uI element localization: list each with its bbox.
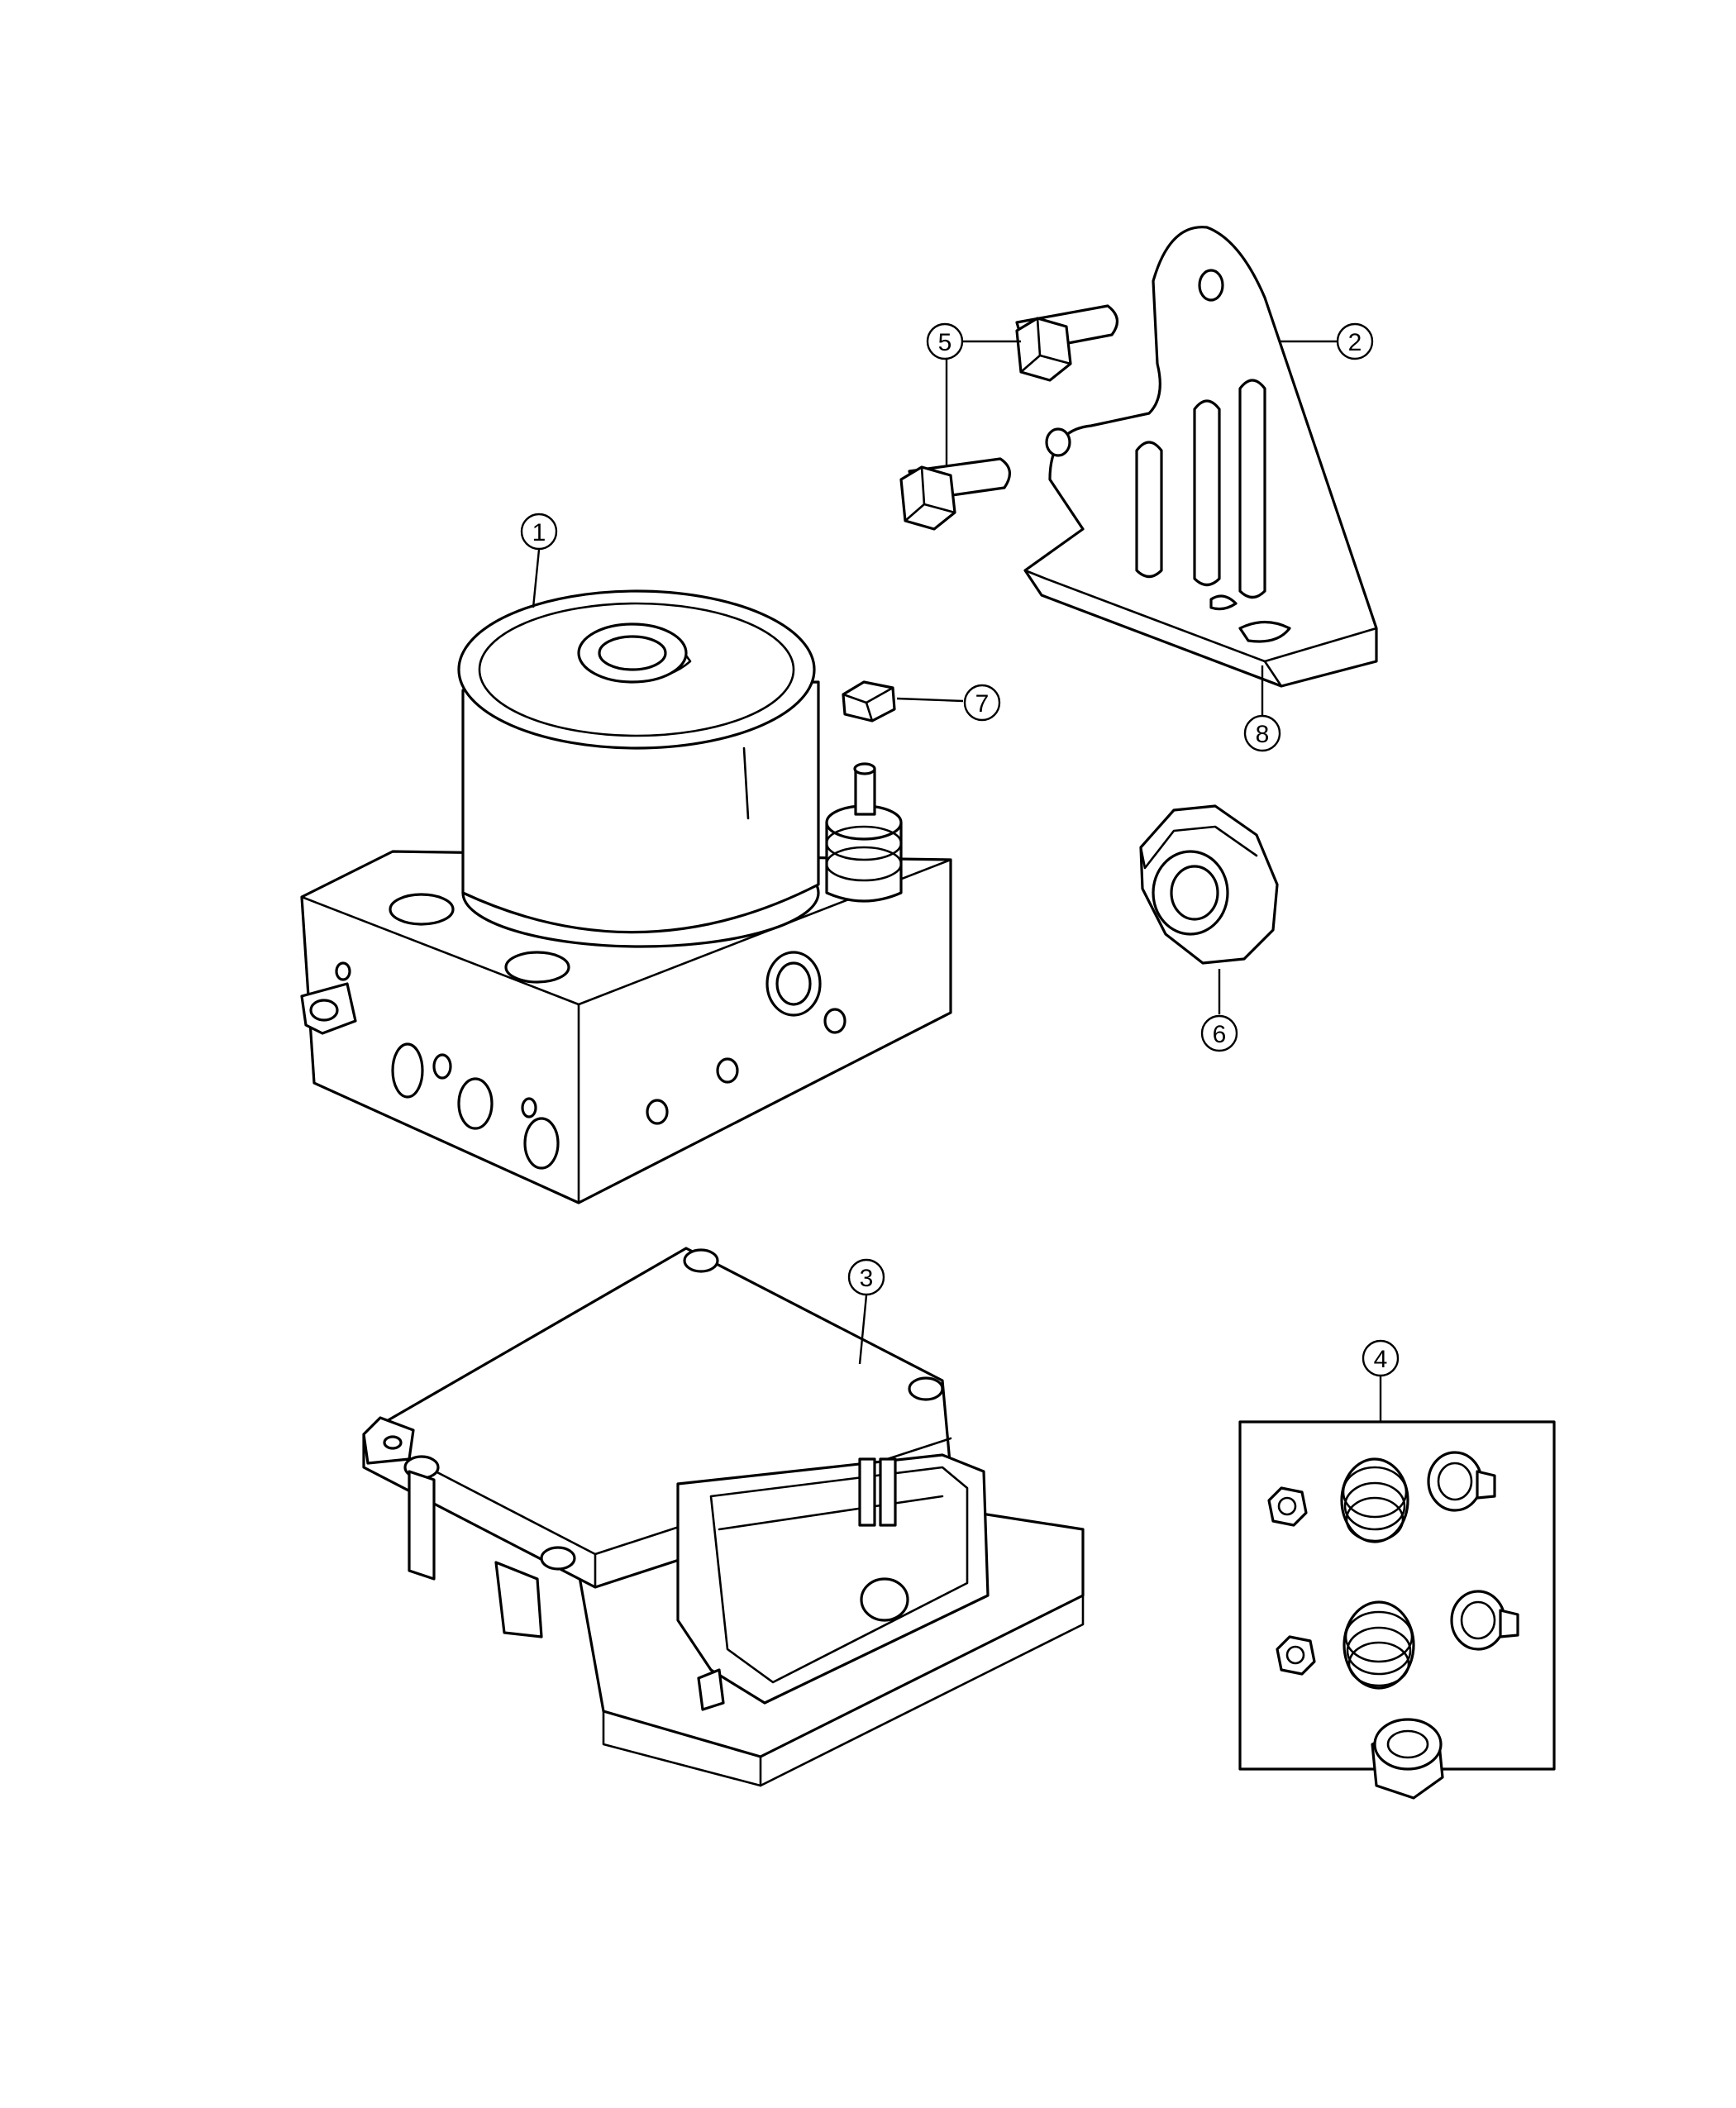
bolt-upper [1015, 304, 1118, 382]
callout-4: 4 [1362, 1339, 1400, 1377]
seal-and-fastener-kit [1238, 1420, 1556, 1800]
callout-3-number: 3 [860, 1265, 874, 1292]
callout-1: 1 [520, 513, 558, 551]
hydraulic-unit [300, 589, 952, 1204]
isolator [1139, 804, 1279, 965]
callout-7-number: 7 [975, 690, 990, 718]
control-module [362, 1247, 1085, 1787]
callout-7: 7 [963, 684, 1001, 722]
callout-6: 6 [1200, 1014, 1238, 1052]
leader-lines [532, 340, 1382, 1422]
nut [842, 680, 896, 723]
leader-3 [858, 1295, 868, 1365]
leader-7 [896, 697, 964, 703]
callout-6-number: 6 [1213, 1021, 1227, 1048]
callout-4-number: 4 [1374, 1346, 1388, 1373]
mounting-bracket [1023, 226, 1378, 688]
callout-2: 2 [1336, 322, 1374, 360]
callout-8: 8 [1243, 714, 1281, 752]
callout-5-number: 5 [938, 329, 952, 356]
callout-5: 5 [926, 322, 964, 360]
leader-1 [532, 549, 541, 608]
bolt-lower [899, 457, 1011, 531]
callout-8-number: 8 [1256, 721, 1270, 748]
callout-3: 3 [847, 1258, 885, 1296]
callout-1-number: 1 [532, 519, 546, 546]
callout-2-number: 2 [1348, 329, 1362, 356]
